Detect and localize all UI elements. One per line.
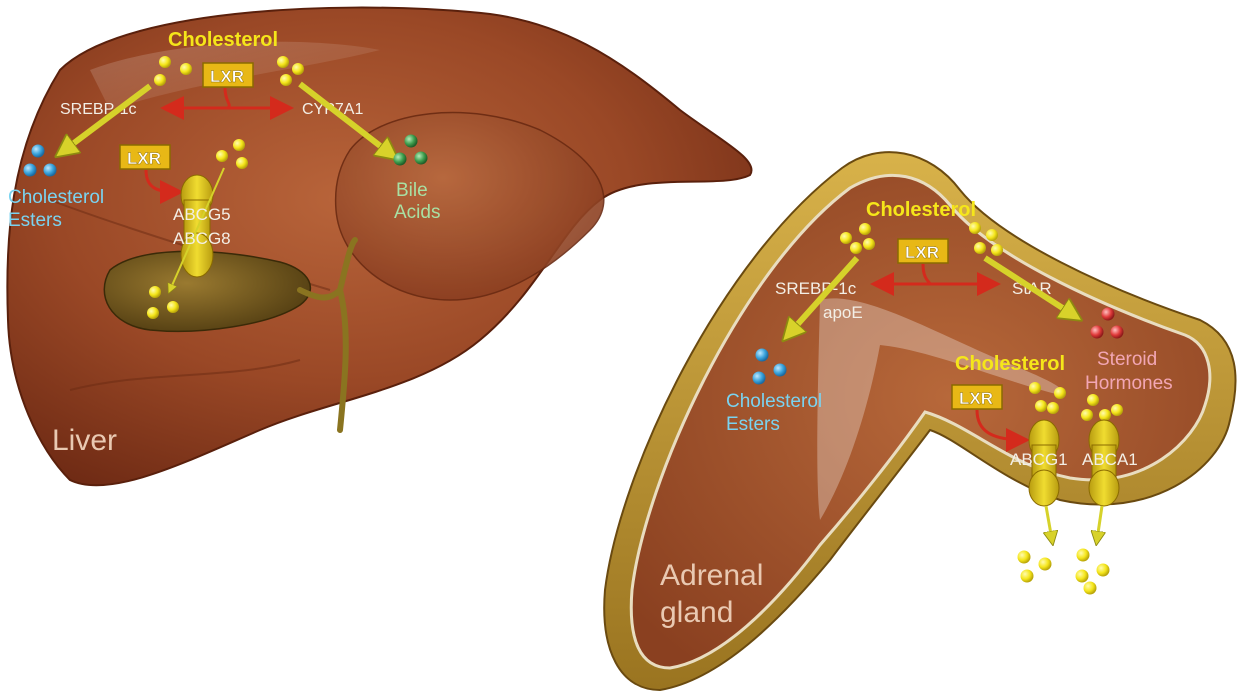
liver-abcg8-label: ABCG8 — [173, 229, 231, 248]
liver-bile-label-1: Bile — [396, 180, 428, 201]
liver-lxr-mid-box: LXR — [120, 145, 170, 169]
adrenal-lxr-mid-label: LXR — [959, 389, 993, 408]
liver-cholesterol-label: Cholesterol — [168, 29, 278, 51]
liver-esters-label-2: Esters — [8, 210, 62, 231]
adrenal-esters-label-2: Esters — [726, 414, 780, 435]
adrenal-abcg1-flux-arrow — [1046, 506, 1052, 540]
liver-bile-label-2: Acids — [394, 202, 440, 223]
liver-lxr-mid-label: LXR — [127, 149, 161, 168]
liver-abcg5-label: ABCG5 — [173, 205, 231, 224]
adrenal-cholesterol-top-label: Cholesterol — [866, 199, 976, 221]
adrenal-steroid-label-1: Steroid — [1097, 349, 1157, 370]
liver-lxr-top-box: LXR — [203, 63, 253, 87]
adrenal-abca1-label: ABCA1 — [1082, 450, 1138, 469]
adrenal-srebp-label: SREBP-1c — [775, 279, 857, 298]
adrenal-cholesterol-mid-label: Cholesterol — [955, 353, 1065, 375]
adrenal-lxr-top-label: LXR — [905, 243, 939, 262]
adrenal-lxr-mid-box: LXR — [952, 385, 1002, 409]
liver-esters-label-1: Cholesterol — [8, 187, 104, 208]
liver-organ-label: Liver — [52, 424, 117, 457]
adrenal-abca1-dots-out — [1076, 549, 1110, 595]
adrenal-abcg1-dots-out — [1018, 551, 1052, 583]
liver-abcg-transporter — [181, 175, 213, 277]
liver-lxr-top-label: LXR — [210, 67, 244, 86]
adrenal-esters-label-1: Cholesterol — [726, 391, 822, 412]
adrenal-lxr-top-box: LXR — [898, 239, 948, 263]
adrenal-abcg1-label: ABCG1 — [1010, 450, 1068, 469]
adrenal-apoe-label: apoE — [823, 303, 863, 322]
adrenal-organ-label-1: Adrenal — [660, 559, 763, 592]
adrenal-steroid-label-2: Hormones — [1085, 373, 1173, 394]
adrenal-organ-label-2: gland — [660, 596, 733, 629]
adrenal-abca1-flux-arrow — [1097, 506, 1102, 540]
liver-organ — [7, 8, 751, 486]
